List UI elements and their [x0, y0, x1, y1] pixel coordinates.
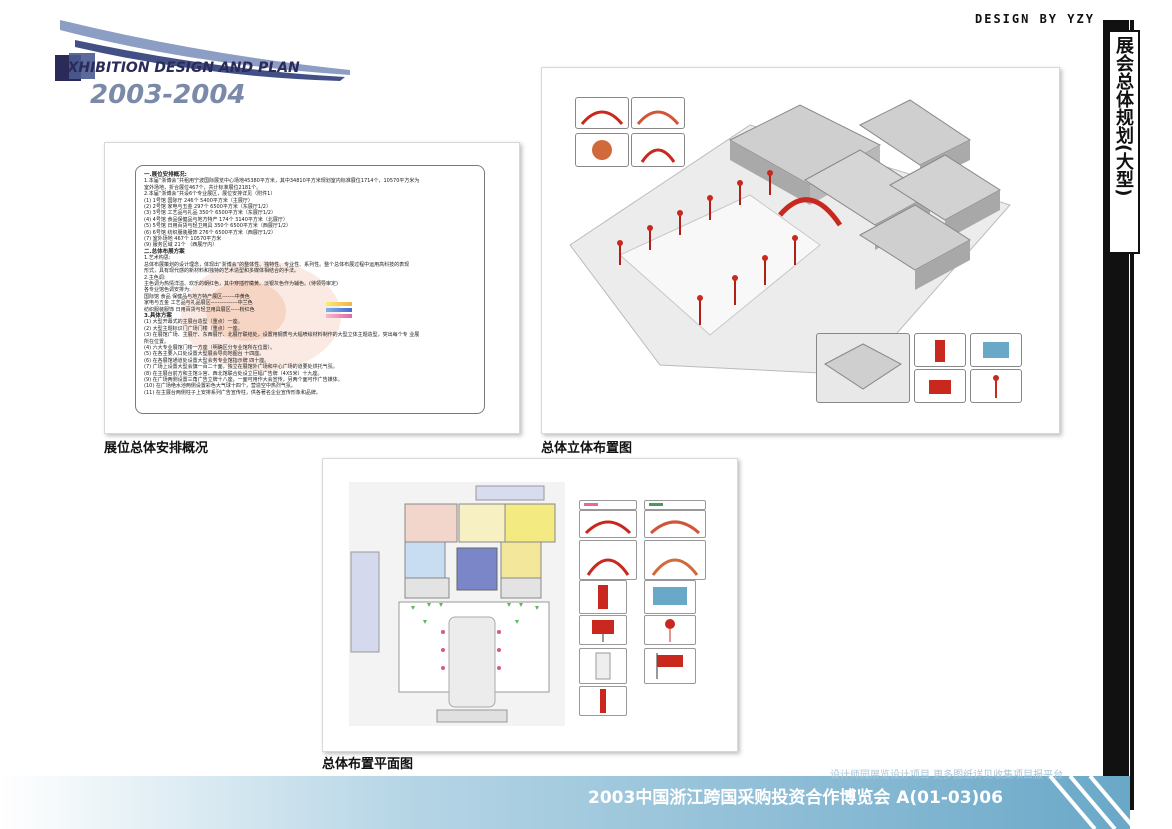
overview-line: 2.本届“浙博会”共设6个专业展区，展位安排详见（附件1）	[144, 191, 276, 198]
overview-line: 形式，具有现代感的新材料和独特的艺术造型和多媒体相结合的手法。	[144, 268, 300, 275]
overview-line: (11) 在主展台两侧柱子上安排系列广告宣传柱，供各著名企业宣传形象和品牌。	[144, 389, 321, 396]
layout-overview-caption: 展位总体安排概况	[104, 441, 209, 456]
aerial-thumb-8	[970, 369, 1022, 403]
watermark-text: 设计师园展览设计项目 更多图纸详见收集项目报平台	[830, 770, 1064, 781]
design-by-label: DESIGN BY YZY	[975, 12, 1095, 26]
overview-line: (5) 5号馆 日用百货与轻卫用具 350个 6500平方米（西展厅1/2）	[144, 223, 291, 230]
overview-line: 二.总体布展方案	[144, 248, 185, 255]
overview-line: 室外场地，折合展位467个，共计标准展位2181个。	[144, 184, 262, 191]
aerial-view-caption: 总体立体布置图	[541, 441, 633, 456]
aerial-thumb-1	[575, 97, 629, 129]
overview-line: 主色调为热情洋溢、欢乐的朝红色，其中穿插柠檬黄、淡银灰色作为辅色。(待领导审定)	[144, 280, 338, 287]
legend-map-stand	[579, 615, 627, 645]
overview-line: (10) 在广场绝水池两侧设置彩色大气球十四个，营造空中热烈气氛。	[144, 383, 296, 390]
side-bar-line	[1130, 20, 1134, 810]
swatch-yellow	[326, 302, 352, 306]
overview-line: 1.艺术构思:	[144, 255, 171, 262]
aerial-thumb-4	[631, 133, 685, 167]
overview-line: (6) 在各展馆通道处设置大型会务专业馆指示牌 四十座。	[144, 357, 270, 364]
overview-text-block: 一.展位安排概况:1.本届“浙博会”共租用宁波国际展览中心场地45380平方米，…	[144, 172, 419, 396]
aerial-thumb-5	[914, 333, 966, 367]
legend-pillar	[579, 686, 627, 716]
logo-swoosh-graphic	[55, 20, 350, 81]
legend-arch-3	[579, 540, 637, 580]
aerial-thumb-2	[631, 97, 685, 129]
overview-line: 1.本届“浙博会”共租用宁波国际展览中心场地45380平方米，其中34810平方…	[144, 178, 420, 185]
overview-line: 一.展位安排概况:	[144, 172, 187, 178]
overview-line: (1) 1号馆 国际厅 246个 5400平方米（主展厅）	[144, 197, 253, 204]
legend-balloon	[644, 615, 696, 645]
legend-signboard	[579, 648, 627, 684]
overview-line: (1) 大型开幕式的主展台造型（重点）一座。	[144, 319, 243, 326]
legend-item-2	[644, 500, 706, 510]
overview-line: (7) 广场上设置大型会旗一百二十面，独立在展馆外广场和中心广场的道要处烘托气氛…	[144, 364, 338, 371]
logo-year: 2003-2004	[90, 80, 246, 110]
logo-title: EXHIBITION DESIGN AND PLAN	[58, 60, 300, 76]
swatch-blue	[326, 308, 352, 312]
overview-line: 家电与五金 工艺品与礼品展区---------------中兰色	[144, 300, 253, 307]
overview-line: (5) 在各主要入口处设置大型展会导向地图台 十四座。	[144, 351, 265, 358]
legend-arch-1	[579, 510, 637, 538]
overview-line: (3) 3号馆 工艺品与礼品 350个 6500平方米（东展厅1/2）	[144, 210, 276, 217]
legend-flag	[644, 648, 696, 684]
legend-arch-2	[644, 510, 706, 538]
floor-plan-drawing	[349, 482, 565, 726]
aerial-inset-plan	[816, 333, 910, 403]
side-title-box	[1108, 30, 1140, 254]
overview-line: 所在位置。	[144, 338, 170, 345]
aerial-thumb-3	[575, 133, 629, 167]
overview-line: 总体布展策划的设计理念，体现出“浙博会”的整体性、独特性、专业性、系列性。整个总…	[144, 261, 410, 268]
overview-line: 3.具体方案	[144, 312, 172, 319]
floor-plan-caption: 总体布置平面图	[322, 757, 414, 772]
layout-overview-card: 一.展位安排概况:1.本届“浙博会”共租用宁波国际展览中心场地45380平方米，…	[135, 165, 485, 414]
legend-sculpture	[579, 580, 627, 614]
overview-line: (9) 在广场两侧设置三角广告立牌十八座，一面可用作大会宣传，另两个面可作广告媒…	[144, 377, 343, 383]
footer-stripes	[1048, 776, 1130, 829]
overview-line: 国际馆 食品 保健品与地方特产展区-------中黄色	[144, 293, 250, 300]
overview-line: (8) 在主展台前方和主馆斗宫、西北馆联合处设立巨幅广告牌（4X5米）十九座。	[144, 370, 323, 377]
legend-arch-4	[644, 540, 706, 580]
overview-line: (4) 六大专业展馆门楼一方座（明确区分专业馆所在位置）。	[144, 344, 276, 351]
aerial-thumb-7	[914, 369, 966, 403]
overview-line: (6) 6号馆 纺织服装服饰 276个 6500平方米（西展厅1/2）	[144, 229, 276, 236]
side-title: 展会总体规划(大型)	[1113, 36, 1134, 197]
legend-item-1	[579, 500, 637, 510]
overview-line: (7) 室外场地 467个 10570平方米	[144, 236, 222, 243]
overview-line: (2) 大型主题标识门广场门楼（重点）一座。	[144, 325, 243, 332]
overview-line: (3) 在展馆广场、主展厅、东西展厅、北展厅联结处，设置用钢质与大幅喷绘材料制作…	[144, 332, 420, 339]
overview-line: 2.主色调:	[144, 274, 166, 281]
overview-line: (2) 2号馆 家电与五金 297个 6500平方米（东展厅1/2）	[144, 204, 271, 211]
overview-line: (4) 4号馆 食品保健品与地方特产 174个 3140平方米（北展厅）	[144, 216, 288, 223]
aerial-thumb-6	[970, 333, 1022, 367]
footer-band	[0, 776, 1130, 829]
overview-line: 各专业馆色调安排为:	[144, 287, 191, 294]
legend-billboard	[644, 580, 696, 614]
swatch-pink	[326, 314, 352, 318]
footer-title: 2003中国浙江跨国采购投资合作博览会 A(01-03)06	[588, 788, 1003, 808]
faded-backdrop	[181, 261, 341, 371]
overview-line: 纺织服装服饰 日用百货与轻卫用具展区-----粉红色	[144, 306, 255, 313]
aerial-3d-render	[569, 99, 1011, 376]
overview-line: (9) 服务区域 21个 （西展厅内）	[144, 242, 218, 249]
